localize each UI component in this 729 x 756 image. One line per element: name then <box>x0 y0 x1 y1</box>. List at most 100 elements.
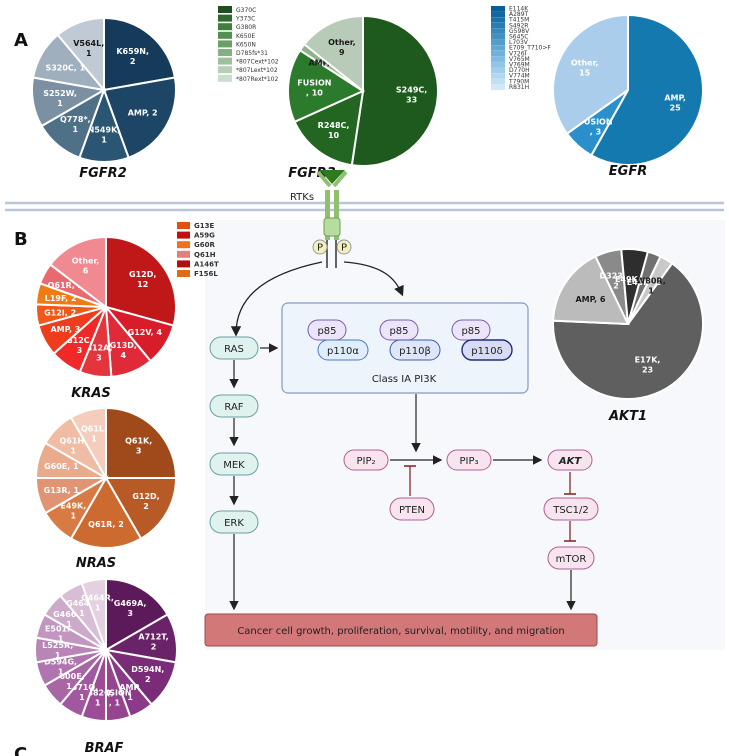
fgfr2-slice-label: K659N,2 <box>116 47 149 66</box>
fgfr2-slice-label: V564L,1 <box>73 39 104 58</box>
braf-slice-label: R671Q,1 <box>66 683 99 702</box>
leg-kras-item: G13E <box>194 222 214 230</box>
leg-egfr-swatch <box>491 56 505 62</box>
akt1-slice-label: E49K, 2 <box>615 275 649 284</box>
leg-kras-swatch <box>177 241 190 249</box>
leg-kras-swatch <box>177 222 190 229</box>
leg-fgfr3-item: K650E <box>236 33 255 40</box>
leg-fgfr3-item: Y373C <box>235 16 255 23</box>
kras-slice <box>48 235 107 310</box>
mek-node <box>209 452 259 476</box>
gene-label-egfr: EGFR <box>609 164 647 179</box>
leg-egfr-swatch <box>491 84 505 90</box>
pip3-label: PIP₃ <box>459 456 478 467</box>
akt1-slice-label: D323N,2 <box>599 272 632 291</box>
nras-slice-label: Q61H,1 <box>59 436 87 455</box>
leg-fgfr3-item: *807Lext*102 <box>236 67 278 74</box>
kras-slice-label: G12V, 4 <box>128 328 163 337</box>
fgfr3-slice-label: Other,9 <box>328 38 356 57</box>
egfr-slice-label: Other,15 <box>571 59 599 78</box>
panel-label-b: B <box>14 229 28 250</box>
erk-node <box>209 510 259 534</box>
nras-slice <box>69 475 143 549</box>
leg-fgfr3-swatch <box>218 6 232 13</box>
leg-egfr-item: V726I <box>509 50 527 57</box>
leg-fgfr3-swatch <box>218 31 232 39</box>
arrow-rtk-to-pi3k <box>343 261 404 297</box>
leg-egfr-swatch <box>491 22 505 29</box>
gene-label-nras: NRAS <box>76 556 116 571</box>
p85-delta-label: p85 <box>461 326 480 337</box>
egfr-slice-label: FUSION, 3 <box>578 117 612 136</box>
kras-slice-label: L19F, 2 <box>45 294 77 303</box>
fgfr3-slice <box>287 48 366 124</box>
pip2-label: PIP₂ <box>356 456 375 467</box>
braf-slice-label: D594N,2 <box>131 665 164 684</box>
braf-slice <box>105 577 169 652</box>
braf-slice-label: G464V,1 <box>66 599 97 618</box>
pi3k-label: Class IA PI3K <box>372 374 437 385</box>
nras-slice-label: E49K,1 <box>60 502 86 521</box>
fgfr3-slice <box>350 14 439 167</box>
leg-kras-item: A146T <box>194 260 219 268</box>
braf-slice-label: D594G,1 <box>44 658 77 677</box>
leg-egfr-item: T790M <box>508 78 529 85</box>
leg-kras-item: F156L <box>194 270 218 278</box>
pi3k-akt-axis: PIP₂ PIP₃ AKT PTEN TSC1/2 mTOR <box>343 449 599 611</box>
fgfr3-slice <box>302 14 364 94</box>
akt1-slice-label: W80R,1 <box>636 276 665 295</box>
nras-slice <box>69 406 107 482</box>
akt1-slice <box>552 261 704 400</box>
outcome-label: Cancer cell growth, proliferation, survi… <box>237 626 564 637</box>
p110-beta-label: p110β <box>399 346 431 357</box>
braf-slice-label: A712T,2 <box>138 633 168 652</box>
fgfr3-slice-label: S249C,33 <box>396 86 427 105</box>
mtor-label: mTOR <box>556 554 587 565</box>
braf-slice-label: AMP,1 <box>119 683 141 702</box>
braf-slice-label: G469A,3 <box>114 599 147 618</box>
egfr-slice <box>589 13 704 166</box>
outcome-box <box>204 613 598 647</box>
mtor-node <box>547 546 595 570</box>
pten-label: PTEN <box>399 505 425 516</box>
leg-egfr-item: E709_T710>F <box>509 45 551 52</box>
leg-egfr-item: D770H <box>509 67 530 74</box>
erk-label: ERK <box>224 518 244 529</box>
braf-slice-label: G466E,1 <box>53 610 85 629</box>
kras-slice-label: G12C,3 <box>66 336 93 355</box>
phospho-circle-right <box>336 239 352 255</box>
leg-kras-item: A59G <box>194 232 215 240</box>
kras-slice-label: G12A,3 <box>85 344 112 363</box>
gene-label-fgfr2: FGFR2 <box>79 166 127 181</box>
p85-alpha-label: p85 <box>317 326 336 337</box>
pi3k-subunits: p85 p110α p85 p110β p85 p110δ <box>307 319 513 361</box>
gene-label-akt1: AKT1 <box>608 409 647 424</box>
egfr-slice-label: AMP,25 <box>664 93 686 112</box>
fgfr3-slice-label: AMP, 1 <box>308 59 338 68</box>
pip3-node <box>446 449 492 471</box>
raf-node <box>209 394 259 418</box>
gene-label-kras: KRAS <box>71 386 111 401</box>
nras-slice-label: G60E, 1 <box>44 462 79 471</box>
kras-slice-label: G13D,4 <box>110 341 137 360</box>
leg-fgfr3-item: *807Rext*102 <box>236 76 278 83</box>
raf-label: RAF <box>224 402 243 413</box>
nras-slice-label: G13R, 1 <box>44 486 80 495</box>
akt1-slice-label: AMP, 6 <box>575 295 605 304</box>
rtk-ligand-shape <box>320 170 345 184</box>
fgfr2-slice-label: N549K,1 <box>88 126 121 145</box>
arrow-rtk-to-ras <box>230 261 323 337</box>
gene-label-braf: BRAF <box>85 741 124 756</box>
leg-fgfr3-swatch <box>218 23 232 31</box>
fgfr2-slice <box>103 16 177 92</box>
leg-egfr-item: S645C <box>509 34 528 41</box>
leg-egfr-swatch <box>491 45 505 51</box>
leg-fgfr3-swatch <box>218 57 232 65</box>
leg-egfr-item: T415M <box>508 17 529 24</box>
rtk-kinase-domain <box>323 217 341 237</box>
leg-egfr-swatch <box>491 50 505 57</box>
leg-fgfr3-swatch <box>218 14 232 22</box>
